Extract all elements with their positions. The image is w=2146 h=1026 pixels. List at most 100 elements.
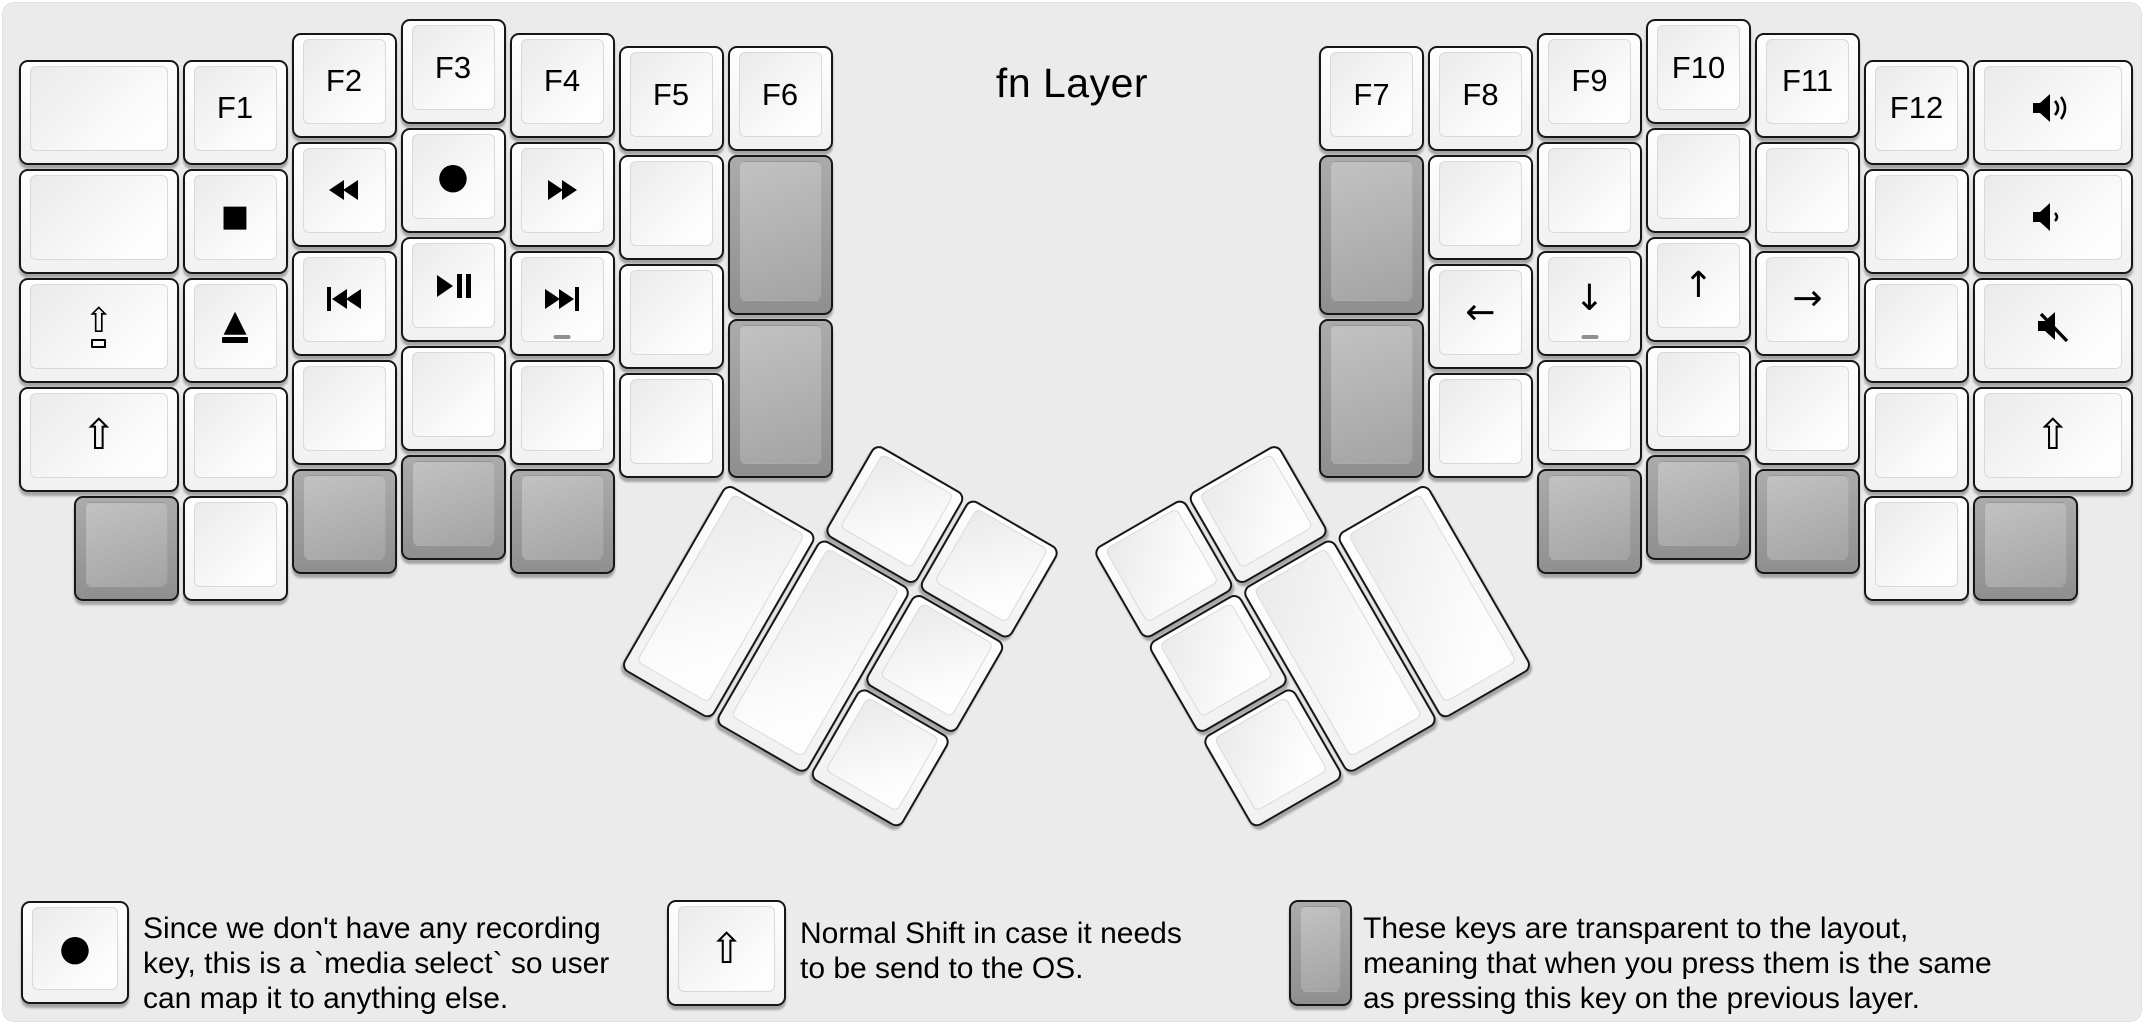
key-f9[interactable]: F9 — [1537, 32, 1642, 138]
keytop — [193, 392, 277, 478]
legend-item-transparent-text: These keys are transparent to the layout… — [1363, 912, 1992, 1015]
key-transparent[interactable] — [1319, 155, 1424, 315]
key-transparent[interactable] — [400, 455, 506, 560]
arrow-left-icon: ← — [1465, 291, 1496, 333]
key-blank[interactable] — [1864, 168, 1969, 274]
key-blank[interactable] — [1755, 141, 1860, 247]
keytop — [302, 38, 386, 124]
key-transparent[interactable] — [1319, 318, 1424, 479]
key-volume-up[interactable] — [1973, 59, 2133, 165]
key-blank[interactable] — [1537, 141, 1642, 247]
key-prev-track[interactable] — [291, 250, 397, 356]
key-blank[interactable] — [1864, 495, 1969, 601]
keytop — [1766, 474, 1849, 560]
key-blank[interactable] — [618, 264, 724, 370]
key-transparent[interactable] — [1537, 468, 1642, 574]
key-f6[interactable]: F6 — [727, 46, 833, 152]
key-transparent[interactable] — [1973, 495, 2078, 601]
key-shift-right[interactable]: ⇧ — [1973, 386, 2133, 492]
key-blank[interactable] — [1428, 155, 1533, 261]
key-legend: F10 — [1671, 49, 1726, 85]
key-mute[interactable] — [1973, 277, 2133, 383]
key-f1[interactable]: F1 — [182, 59, 288, 165]
key-next-track[interactable] — [509, 250, 615, 356]
key-blank[interactable] — [19, 59, 179, 165]
keytop — [84, 501, 168, 587]
homing-bar — [553, 334, 571, 339]
volume-up-icon — [2031, 93, 2075, 123]
keytop — [1657, 134, 1740, 219]
key-blank[interactable] — [19, 168, 179, 274]
key-arrow-up[interactable]: ↑ — [1646, 237, 1751, 342]
keytop — [1439, 161, 1522, 247]
key-legend: ● — [23, 903, 127, 994]
keytop — [738, 161, 822, 301]
arrow-down-icon: ↓ — [1574, 278, 1605, 320]
keytop — [738, 324, 822, 465]
key-shift-left[interactable]: ⇧ — [19, 386, 179, 492]
key-caps-lock[interactable]: ⇧ — [19, 277, 179, 383]
key-f4[interactable]: F4 — [509, 32, 615, 138]
key-arrow-left[interactable]: ← — [1428, 264, 1533, 370]
keytop — [629, 52, 713, 138]
key-blank[interactable] — [400, 346, 506, 451]
key-blank[interactable] — [1428, 373, 1533, 479]
key-play-pause[interactable] — [400, 237, 506, 342]
keytop — [839, 453, 954, 569]
keytop — [629, 270, 713, 356]
key-blank[interactable] — [291, 359, 397, 465]
key-transparent[interactable] — [509, 468, 615, 574]
key-f2[interactable]: F2 — [291, 32, 397, 138]
keytop — [1548, 38, 1631, 124]
key-f11[interactable]: F11 — [1755, 32, 1860, 138]
stop-icon: ■ — [220, 199, 250, 235]
key-arrow-down[interactable]: ↓ — [1537, 250, 1642, 356]
record-icon: ● — [59, 927, 91, 969]
key-legend: F7 — [1353, 76, 1390, 112]
keytop — [629, 379, 713, 465]
key-transparent[interactable] — [1646, 455, 1751, 560]
key-blank[interactable] — [1646, 346, 1751, 451]
key-transparent[interactable] — [727, 155, 833, 315]
key-blank[interactable] — [1755, 359, 1860, 465]
keytop — [193, 174, 277, 260]
key-transparent[interactable] — [727, 318, 833, 479]
key-legend: F2 — [325, 63, 363, 99]
key-f8[interactable]: F8 — [1428, 46, 1533, 152]
keytop — [1657, 243, 1740, 328]
homing-bar — [1581, 334, 1598, 339]
keytop — [30, 392, 168, 478]
key-blank[interactable] — [182, 495, 288, 601]
key-legend: F8 — [1462, 76, 1499, 112]
eject-bar — [222, 336, 248, 343]
keytop — [30, 65, 168, 151]
key-eject[interactable]: ▲ — [182, 277, 288, 383]
key-fast-forward[interactable] — [509, 141, 615, 247]
key-rewind[interactable] — [291, 141, 397, 247]
key-record[interactable]: ● — [400, 128, 506, 233]
key-blank[interactable] — [618, 373, 724, 479]
key-blank[interactable] — [1864, 386, 1969, 492]
key-blank[interactable] — [1864, 277, 1969, 383]
keytop — [629, 161, 713, 247]
key-f12[interactable]: F12 — [1864, 59, 1969, 165]
key-transparent[interactable] — [291, 468, 397, 574]
key-legend: ⇧ — [21, 280, 177, 373]
key-f3[interactable]: F3 — [400, 19, 506, 124]
legend-item-transparent-key — [1289, 900, 1352, 1006]
key-transparent[interactable] — [73, 495, 179, 601]
keytop — [738, 52, 822, 138]
key-f10[interactable]: F10 — [1646, 19, 1751, 124]
key-stop[interactable]: ■ — [182, 168, 288, 274]
key-legend: ← — [1430, 266, 1531, 359]
key-blank[interactable] — [1646, 128, 1751, 233]
key-volume-down[interactable] — [1973, 168, 2133, 274]
key-blank[interactable] — [1537, 359, 1642, 465]
key-blank[interactable] — [182, 386, 288, 492]
key-transparent[interactable] — [1755, 468, 1860, 574]
key-blank[interactable] — [618, 155, 724, 261]
key-arrow-right[interactable]: → — [1755, 250, 1860, 356]
key-blank[interactable] — [509, 359, 615, 465]
key-f5[interactable]: F5 — [618, 46, 724, 152]
key-f7[interactable]: F7 — [1319, 46, 1424, 152]
